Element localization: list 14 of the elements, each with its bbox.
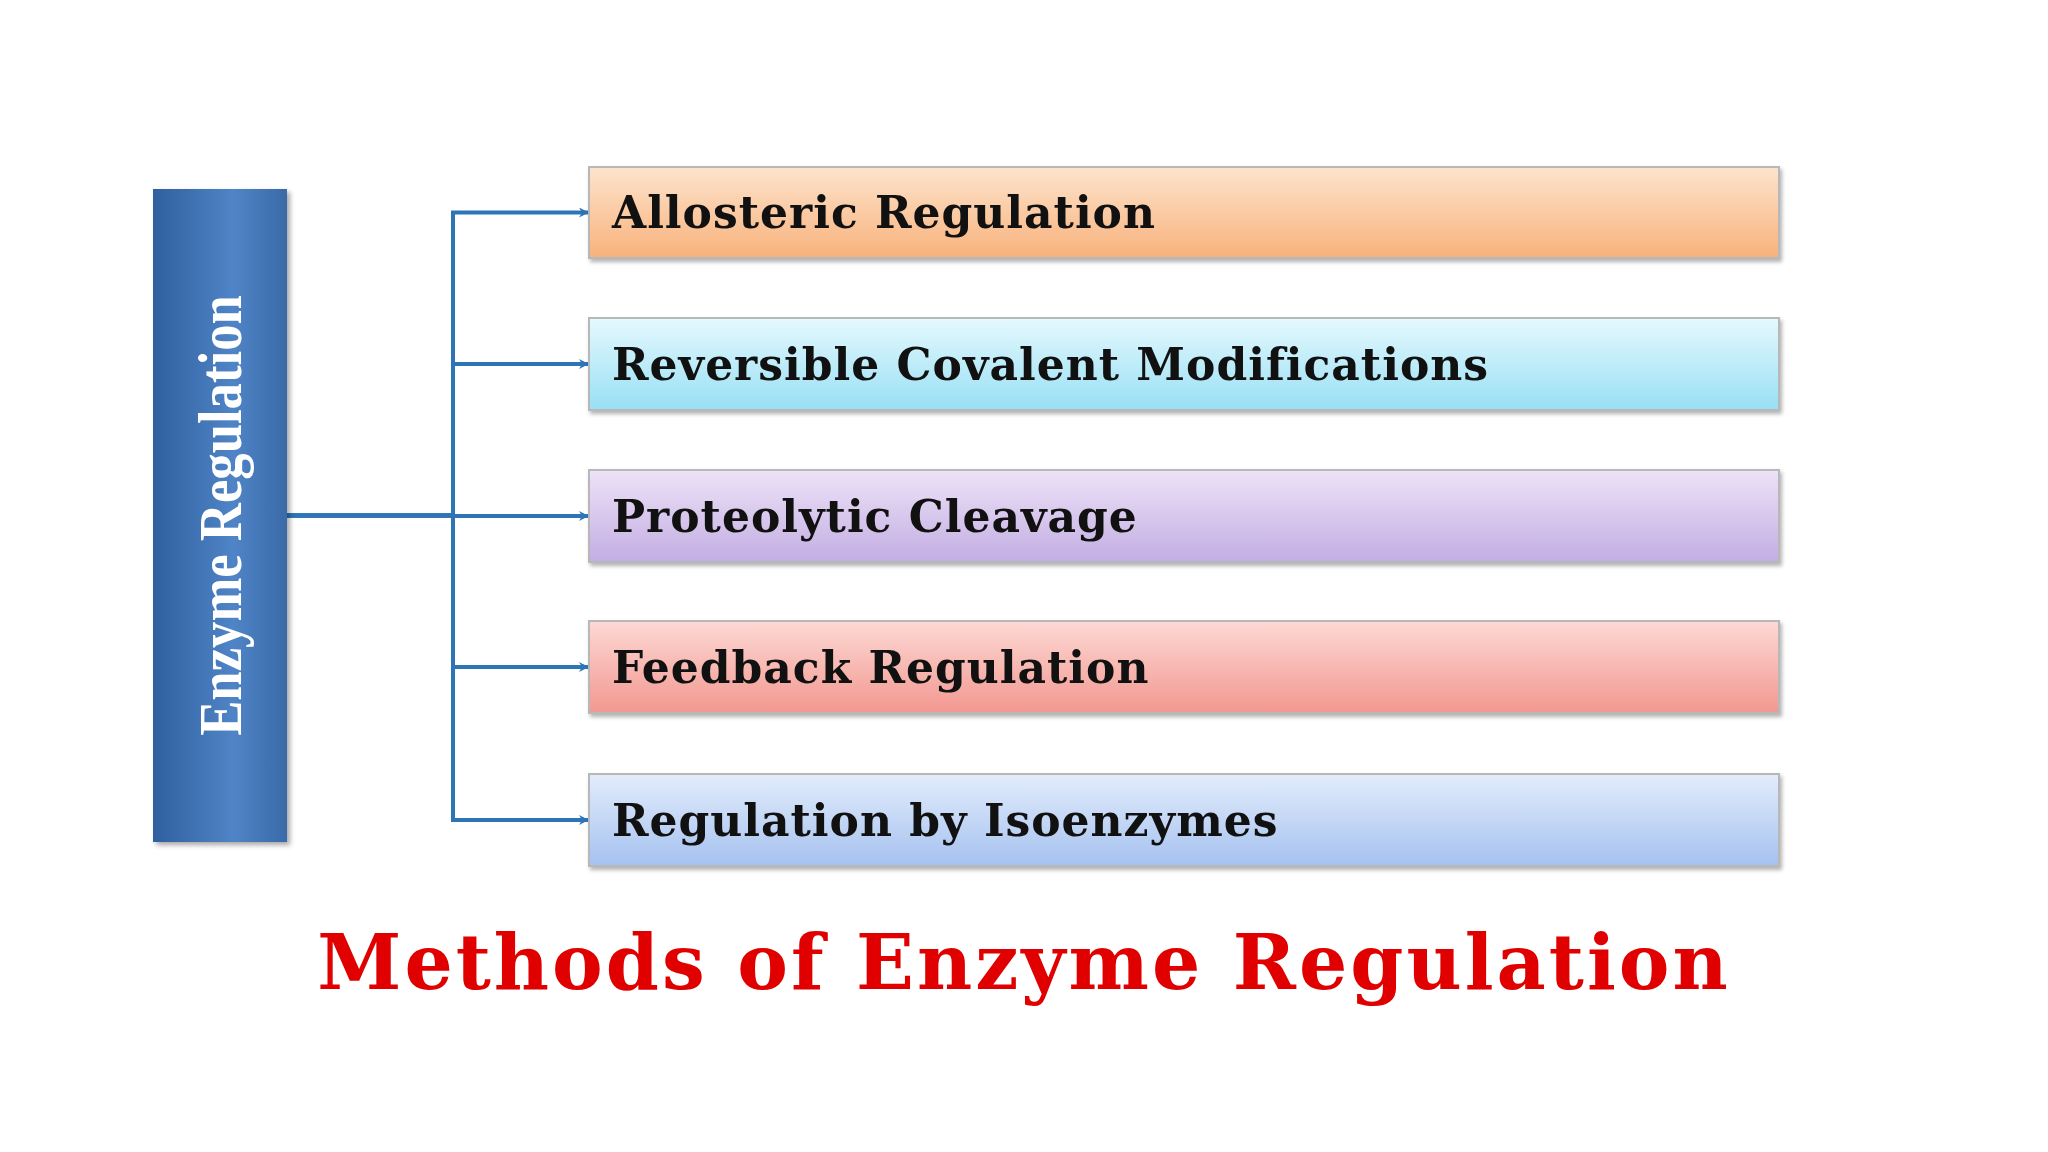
method-box <box>588 317 1780 411</box>
arrow <box>287 513 589 825</box>
caption: Methods of Enzyme Regulation <box>317 918 1731 1007</box>
method-label: Feedback Regulation <box>612 641 1150 693</box>
method-box <box>588 469 1780 563</box>
method-label: Proteolytic Cleavage <box>612 490 1138 542</box>
method-box <box>588 166 1780 259</box>
method-label: Allosteric Regulation <box>612 187 1156 238</box>
method-box <box>588 773 1780 867</box>
method-label: Reversible Covalent Modifications <box>612 338 1489 390</box>
method-box <box>588 620 1780 714</box>
category-label: Enzyme Regulation <box>184 295 255 736</box>
method-label: Regulation by Isoenzymes <box>612 794 1279 846</box>
category-box <box>153 189 287 842</box>
